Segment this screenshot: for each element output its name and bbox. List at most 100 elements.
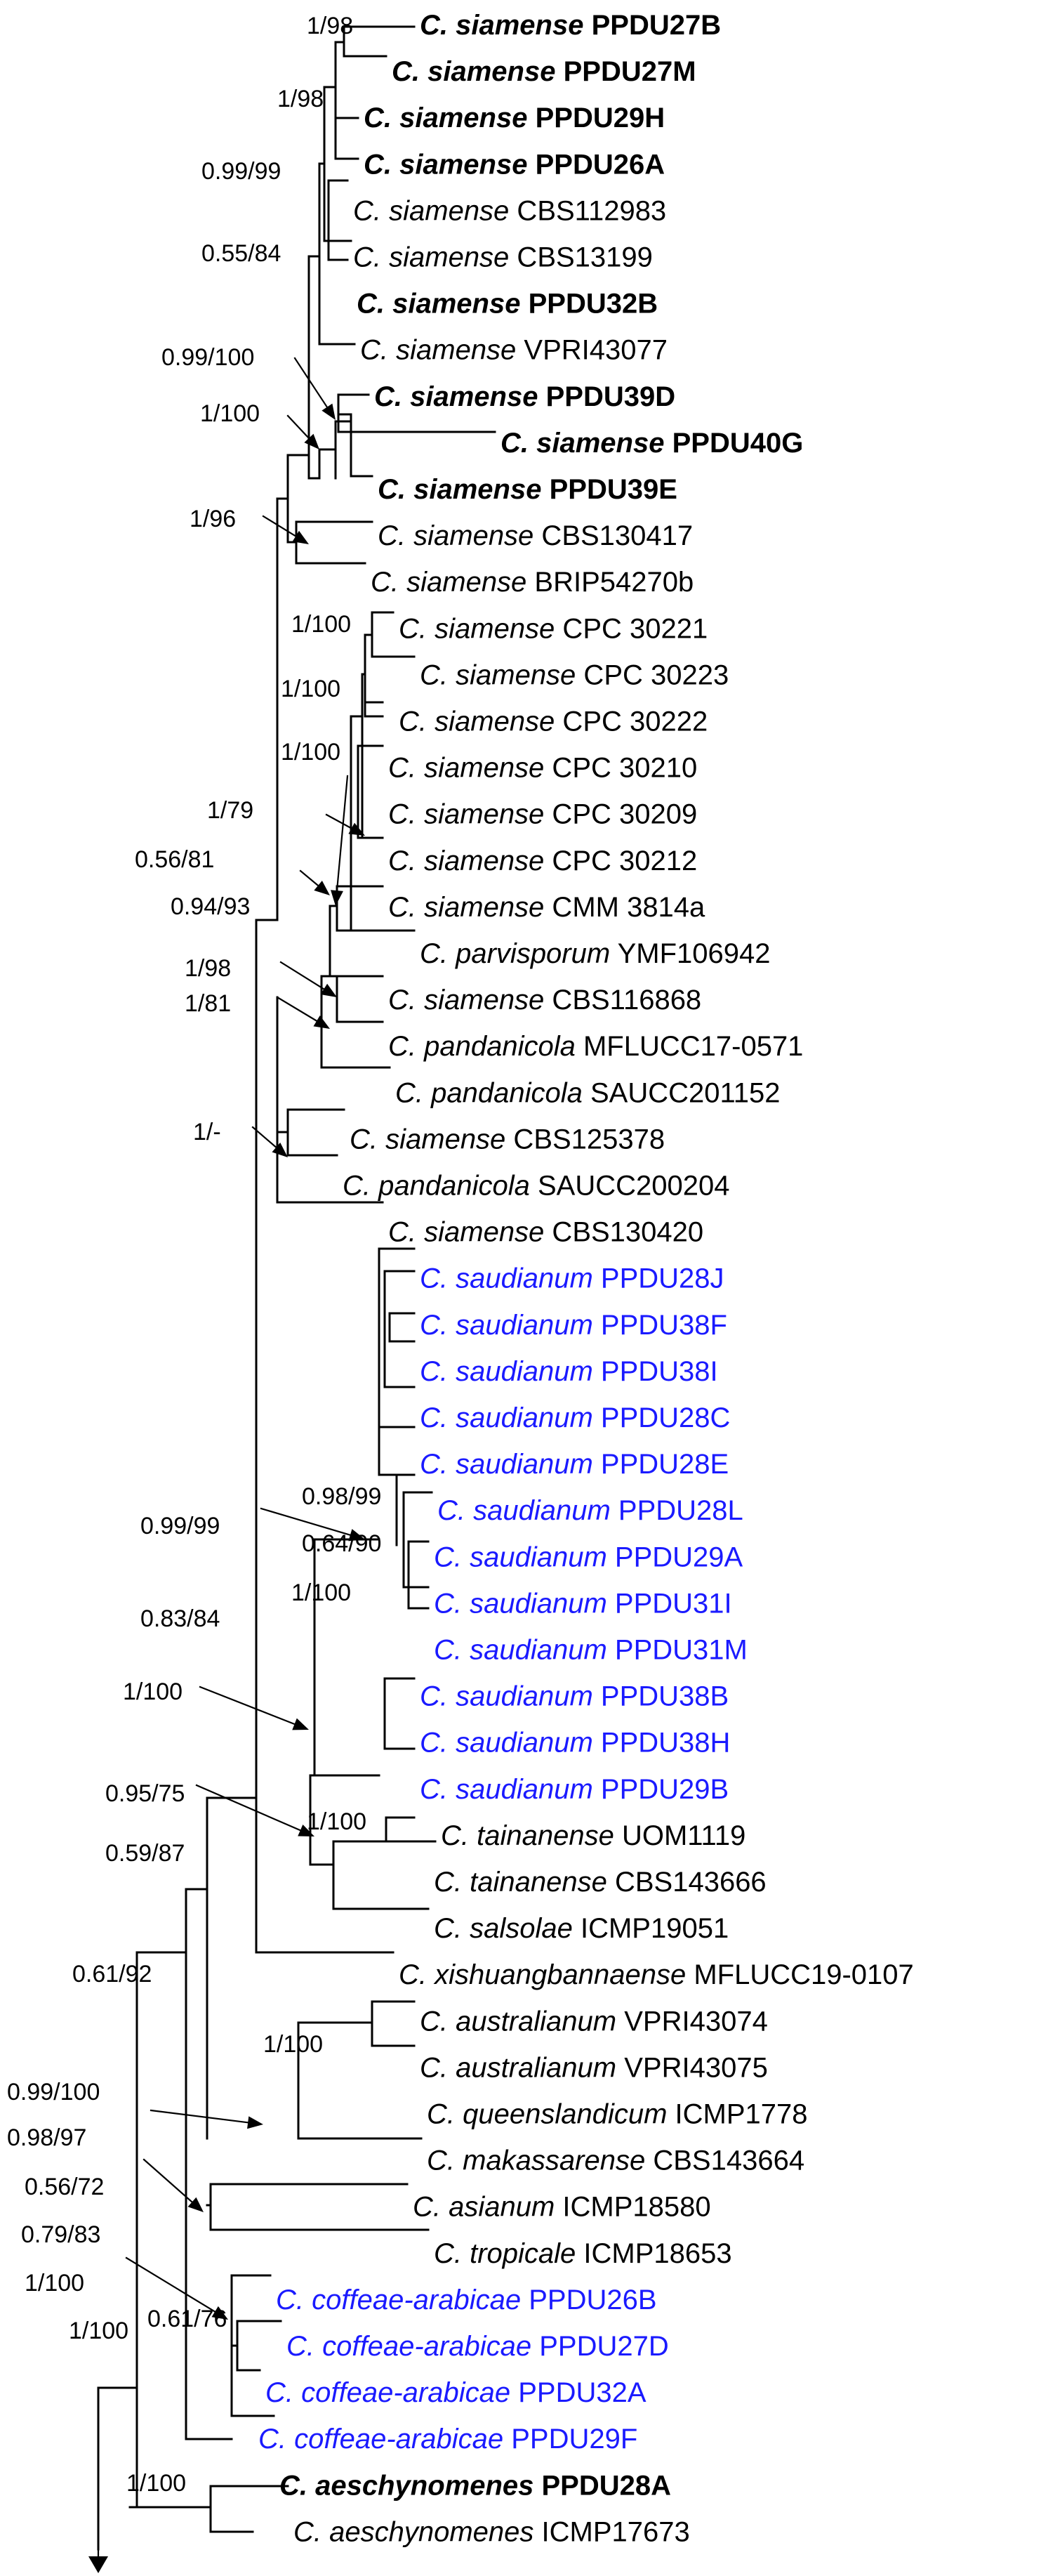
strain-id: CBS112983 — [509, 195, 666, 226]
support-value: 0.61/76 — [147, 2306, 227, 2332]
strain-id: PPDU31I — [607, 1588, 732, 1619]
species-name: C. saudianum — [437, 1495, 611, 1526]
taxon-label: C. tropicale ICMP18653 — [434, 2238, 732, 2269]
strain-id: PPDU27B — [583, 10, 721, 41]
arrow-head — [331, 890, 343, 906]
support-arrow-line — [251, 1126, 277, 1149]
species-name: C. pandanicola — [395, 1077, 583, 1108]
strain-id: PPDU32A — [510, 2377, 647, 2408]
taxon-label: C. siamense CPC 30223 — [420, 659, 729, 690]
taxon-label: C. saudianum PPDU38H — [420, 1728, 730, 1759]
strain-id: PPDU29F — [503, 2424, 637, 2455]
taxon-label: C. pandanicola MFLUCC17-0571 — [388, 1031, 803, 1062]
support-value: 1/100 — [25, 2270, 84, 2296]
taxon-label: C. xishuangbannaense MFLUCC19-0107 — [399, 1959, 914, 1990]
species-name: C. tropicale — [434, 2238, 576, 2269]
taxon-label: C. tainanense CBS143666 — [434, 1867, 767, 1898]
species-name: C. siamense — [371, 567, 526, 598]
species-name: C. saudianum — [420, 1402, 593, 1433]
strain-id: MFLUCC19-0107 — [686, 1959, 914, 1990]
strain-id: CBS125378 — [505, 1124, 665, 1155]
taxon-label: C. siamense PPDU32B — [357, 289, 658, 320]
arrow-head — [348, 1529, 365, 1542]
species-name: C. salsolae — [434, 1913, 573, 1944]
tree-branches — [97, 25, 496, 2551]
taxon-label: C. siamense PPDU26A — [364, 149, 665, 180]
strain-id: CBS130420 — [544, 1217, 703, 1248]
species-name: C. siamense — [420, 659, 576, 690]
strain-id: PPDU28J — [593, 1263, 724, 1294]
strain-id: PPDU28A — [533, 2470, 671, 2501]
taxon-label: C. salsolae ICMP19051 — [434, 1913, 729, 1944]
species-name: C. parvisporum — [420, 938, 610, 969]
support-arrows — [88, 357, 365, 2573]
support-value: 0.98/99 — [302, 1483, 381, 1510]
species-name: C. siamense — [388, 846, 544, 876]
taxon-label: C. saudianum PPDU29A — [434, 1542, 743, 1572]
arrow-head — [298, 1824, 314, 1836]
taxon-label: C. siamense CBS116868 — [388, 985, 701, 1016]
taxon-label: C. saudianum PPDU38B — [420, 1681, 729, 1712]
support-value: 0.83/84 — [140, 1605, 220, 1632]
strain-id: ICMP1778 — [667, 2099, 807, 2130]
species-name: C. siamense — [360, 335, 516, 366]
taxon-label: C. coffeae-arabicae PPDU32A — [265, 2377, 647, 2408]
support-value: 1/100 — [281, 676, 340, 702]
support-arrow-line — [125, 2256, 216, 2313]
strain-id: PPDU28L — [611, 1495, 743, 1526]
taxon-label: C. siamense BRIP54270b — [371, 567, 694, 598]
taxon-label: C. saudianum PPDU28J — [420, 1263, 724, 1294]
species-name: C. siamense — [388, 753, 544, 784]
species-name: C. pandanicola — [388, 1031, 576, 1062]
strain-id: BRIP54270b — [526, 567, 694, 598]
strain-id: PPDU29B — [593, 1774, 729, 1805]
arrow-head — [292, 530, 309, 544]
arrow-head — [304, 433, 319, 449]
species-name: C. siamense — [399, 613, 555, 644]
support-value: 1/100 — [126, 2470, 186, 2497]
arrow-head — [187, 2197, 204, 2212]
support-arrow-line — [262, 515, 297, 537]
species-name: C. siamense — [353, 242, 509, 273]
taxon-label: C. siamense PPDU29H — [364, 103, 665, 133]
taxon-label: C. saudianum PPDU28E — [420, 1449, 729, 1480]
strain-id: CPC 30212 — [544, 846, 697, 876]
arrow-head — [313, 1015, 330, 1029]
strain-id: PPDU29A — [607, 1542, 743, 1572]
strain-id: VPRI43077 — [516, 335, 668, 366]
taxon-label: C. siamense PPDU39E — [378, 474, 677, 505]
support-value: 0.59/87 — [105, 1840, 185, 1867]
support-value: 0.64/90 — [302, 1530, 381, 1557]
taxon-label: C. siamense CPC 30222 — [399, 707, 708, 737]
support-value: 1/81 — [185, 990, 231, 1017]
taxon-label: C. saudianum PPDU38I — [420, 1356, 718, 1387]
support-arrow-line — [142, 2158, 194, 2203]
support-value: 0.79/83 — [21, 2221, 100, 2248]
species-name: C. saudianum — [434, 1635, 607, 1666]
species-name: C. aeschynomenes — [293, 2516, 533, 2547]
strain-id: PPDU39E — [541, 474, 677, 505]
strain-id: CPC 30210 — [544, 753, 697, 784]
species-name: C. coffeae-arabicae — [276, 2285, 521, 2315]
species-name: C. saudianum — [434, 1542, 607, 1572]
support-value: 1/100 — [291, 611, 351, 638]
taxon-label: C. siamense CBS130417 — [378, 520, 693, 551]
species-name: C. saudianum — [434, 1588, 607, 1619]
support-value: 1/100 — [200, 400, 260, 427]
support-value: 1/100 — [123, 1678, 183, 1705]
arrow-head — [348, 822, 365, 836]
support-value: 1/98 — [307, 13, 353, 39]
strain-id: PPDU38B — [593, 1681, 729, 1712]
support-arrow-line — [199, 1685, 296, 1726]
arrow-head — [247, 2116, 263, 2129]
strain-id: CPC 30223 — [576, 659, 729, 690]
support-value: 1/- — [193, 1119, 221, 1145]
taxon-label: C. saudianum PPDU28C — [420, 1402, 730, 1433]
species-name: C. australianum — [420, 2052, 616, 2083]
taxon-label: C. siamense VPRI43077 — [360, 335, 668, 366]
strain-id: PPDU38I — [593, 1356, 718, 1387]
support-arrow-line — [299, 869, 319, 887]
taxon-label: C. aeschynomenes PPDU28A — [279, 2470, 671, 2501]
species-name: C. xishuangbannaense — [399, 1959, 686, 1990]
